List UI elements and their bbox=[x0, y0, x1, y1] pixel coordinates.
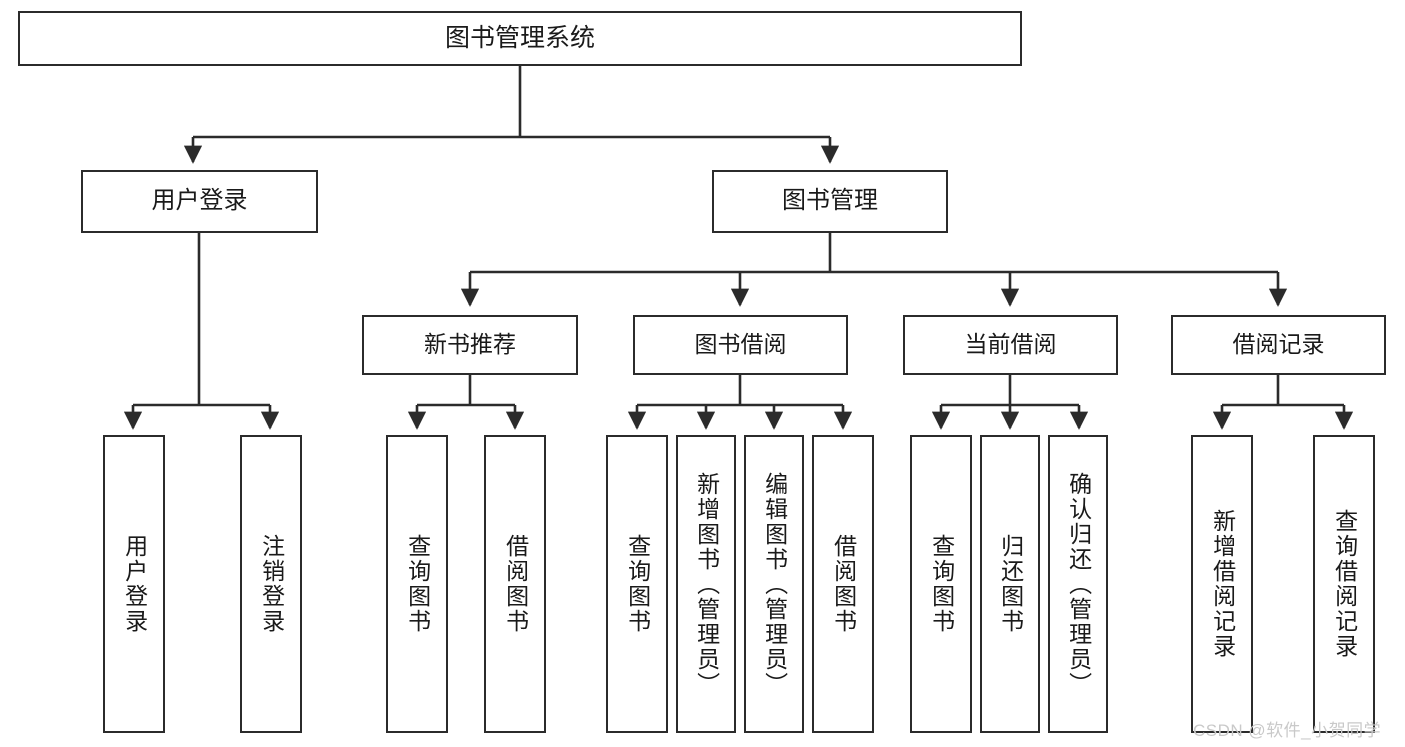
leaf-record-query-record[interactable]: 查询借阅记录 bbox=[1313, 435, 1375, 733]
node-label: 借阅图书 bbox=[830, 534, 857, 634]
node-label: 借阅图书 bbox=[502, 534, 529, 634]
node-label: 确认归还（管理员） bbox=[1065, 471, 1092, 697]
leaf-user-login-login[interactable]: 用户登录 bbox=[103, 435, 165, 733]
node-label: 借阅记录 bbox=[1232, 331, 1325, 358]
node-label: 图书借阅 bbox=[694, 331, 787, 358]
node-label: 查询图书 bbox=[404, 534, 431, 634]
leaf-borrow-add-book-admin[interactable]: 新增图书（管理员） bbox=[676, 435, 736, 733]
node-label: 用户登录 bbox=[151, 187, 248, 215]
leaf-borrow-borrow-book[interactable]: 借阅图书 bbox=[812, 435, 874, 733]
leaf-current-confirm-return-admin[interactable]: 确认归还（管理员） bbox=[1048, 435, 1108, 733]
node-label: 编辑图书（管理员） bbox=[761, 471, 788, 697]
node-label: 注销登录 bbox=[258, 534, 285, 634]
leaf-current-query-book[interactable]: 查询图书 bbox=[910, 435, 972, 733]
node-label: 图书管理 bbox=[782, 187, 878, 215]
leaf-user-login-logout[interactable]: 注销登录 bbox=[240, 435, 302, 733]
node-label: 新增图书（管理员） bbox=[693, 471, 720, 697]
node-label: 查询图书 bbox=[624, 534, 651, 634]
leaf-current-return-book[interactable]: 归还图书 bbox=[980, 435, 1040, 733]
leaf-record-add-record[interactable]: 新增借阅记录 bbox=[1191, 435, 1253, 733]
node-label: 用户登录 bbox=[121, 534, 148, 634]
node-user-login[interactable]: 用户登录 bbox=[81, 170, 318, 233]
node-borrow-record[interactable]: 借阅记录 bbox=[1171, 315, 1386, 375]
node-root-system[interactable]: 图书管理系统 bbox=[18, 11, 1022, 66]
leaf-new-book-borrow[interactable]: 借阅图书 bbox=[484, 435, 546, 733]
leaf-borrow-edit-book-admin[interactable]: 编辑图书（管理员） bbox=[744, 435, 804, 733]
node-label: 查询图书 bbox=[928, 534, 955, 634]
leaf-borrow-query-book[interactable]: 查询图书 bbox=[606, 435, 668, 733]
node-label: 归还图书 bbox=[997, 534, 1024, 634]
leaf-new-book-query[interactable]: 查询图书 bbox=[386, 435, 448, 733]
node-book-management[interactable]: 图书管理 bbox=[712, 170, 948, 233]
node-label: 当前借阅 bbox=[964, 331, 1057, 358]
node-new-book-recommend[interactable]: 新书推荐 bbox=[362, 315, 578, 375]
node-current-borrow[interactable]: 当前借阅 bbox=[903, 315, 1118, 375]
node-label: 查询借阅记录 bbox=[1331, 509, 1358, 659]
node-label: 新书推荐 bbox=[424, 331, 516, 358]
csdn-watermark: CSDN @软件_小贺同学 bbox=[1193, 721, 1382, 740]
node-label: 新增借阅记录 bbox=[1209, 509, 1236, 659]
node-label: 图书管理系统 bbox=[444, 23, 595, 52]
node-book-borrow[interactable]: 图书借阅 bbox=[633, 315, 848, 375]
